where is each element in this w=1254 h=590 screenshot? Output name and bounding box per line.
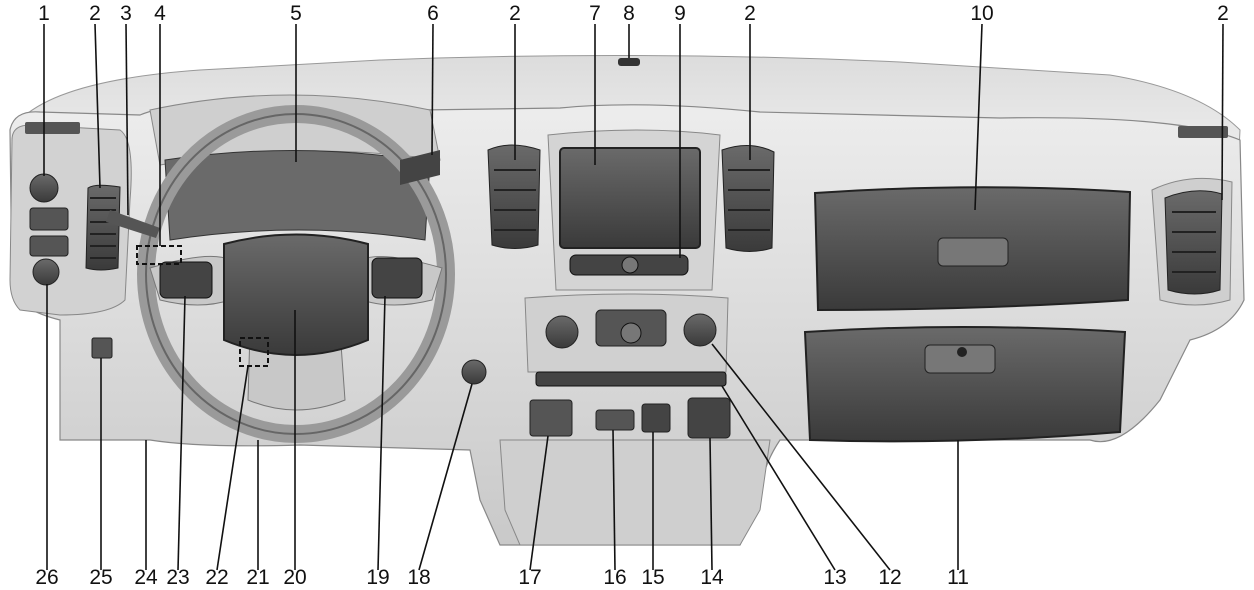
dashed-box-22 bbox=[239, 337, 269, 367]
center-left-vent bbox=[487, 144, 541, 249]
left-lower-knob bbox=[32, 258, 60, 286]
callout-5: 5 bbox=[290, 2, 302, 25]
callout-24: 24 bbox=[134, 566, 158, 589]
power-outlet bbox=[641, 403, 671, 433]
left-switch-lower bbox=[29, 235, 69, 257]
callout-8: 8 bbox=[623, 2, 635, 25]
climate-knob-right bbox=[683, 313, 717, 347]
touchscreen bbox=[559, 147, 701, 249]
upper-glove-box-handle bbox=[937, 237, 1009, 267]
callout-2-left-vent: 2 bbox=[89, 2, 101, 25]
callout-21: 21 bbox=[246, 566, 270, 589]
volume-knob bbox=[621, 256, 639, 274]
callout-9: 9 bbox=[674, 2, 686, 25]
left-vent-slats bbox=[25, 122, 80, 134]
lower-glove-box bbox=[803, 326, 1127, 443]
dashed-box-4 bbox=[136, 245, 182, 265]
callout-2-center-right-vent: 2 bbox=[744, 2, 756, 25]
cluster-display bbox=[164, 149, 431, 241]
center-right-vent bbox=[721, 145, 775, 252]
turn-signal-lever bbox=[106, 210, 160, 238]
callout-1: 1 bbox=[38, 2, 50, 25]
steering-controls-right bbox=[371, 257, 423, 299]
callout-4: 4 bbox=[154, 2, 166, 25]
steering-controls-left bbox=[159, 261, 213, 299]
callout-2-center-left-vent: 2 bbox=[509, 2, 521, 25]
callout-3: 3 bbox=[120, 2, 132, 25]
trailer-switches bbox=[529, 399, 573, 437]
right-vent-slats bbox=[1178, 126, 1228, 138]
callout-16: 16 bbox=[603, 566, 627, 589]
callout-11: 11 bbox=[947, 566, 969, 589]
callout-7: 7 bbox=[589, 2, 601, 25]
start-button bbox=[461, 359, 487, 385]
usb-ports bbox=[595, 409, 635, 431]
button-row bbox=[535, 371, 727, 387]
left-small-switch bbox=[91, 337, 113, 359]
center-console bbox=[499, 439, 771, 546]
callout-25: 25 bbox=[89, 566, 113, 589]
callout-17: 17 bbox=[518, 566, 542, 589]
callout-12: 12 bbox=[878, 566, 902, 589]
transfer-case-switch bbox=[687, 397, 731, 439]
headlamp-knob bbox=[29, 173, 59, 203]
sensor bbox=[618, 58, 640, 66]
wiper-lever bbox=[400, 150, 440, 185]
climate-knob-left bbox=[545, 315, 579, 349]
callout-20: 20 bbox=[283, 566, 307, 589]
airbag-hub bbox=[223, 233, 369, 356]
leader-lines bbox=[43, 23, 1224, 571]
callout-10: 10 bbox=[970, 2, 994, 25]
left-switch-upper bbox=[29, 207, 69, 231]
callout-15: 15 bbox=[641, 566, 665, 589]
callout-19: 19 bbox=[366, 566, 390, 589]
callout-23: 23 bbox=[166, 566, 190, 589]
callout-6: 6 bbox=[427, 2, 439, 25]
callout-2-right-vent: 2 bbox=[1217, 2, 1229, 25]
callout-26: 26 bbox=[35, 566, 59, 589]
callout-22: 22 bbox=[205, 566, 229, 589]
callout-14: 14 bbox=[700, 566, 724, 589]
climate-center-knob bbox=[620, 322, 642, 344]
left-vent bbox=[85, 184, 121, 271]
lower-glove-box-handle bbox=[924, 344, 996, 374]
callout-13: 13 bbox=[823, 566, 847, 589]
callout-18: 18 bbox=[407, 566, 431, 589]
